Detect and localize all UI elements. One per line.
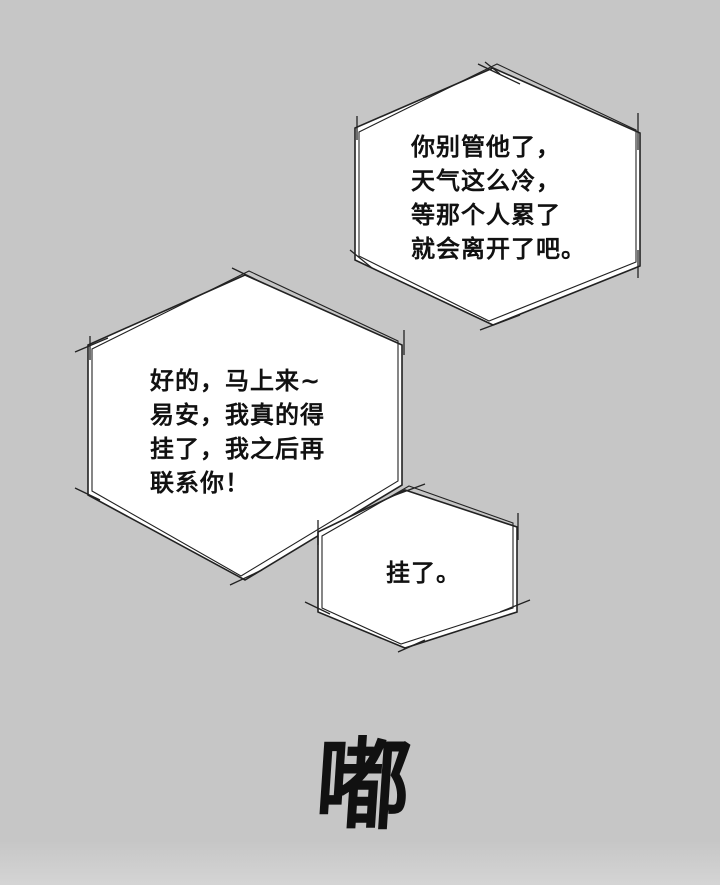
bubble-top-line: 你别管他了， xyxy=(411,133,561,161)
bubble-middle-line: 挂了，我之后再 xyxy=(150,435,325,463)
speech-bubble-middle xyxy=(74,267,405,586)
bubble-middle-line: 联系你！ xyxy=(150,469,250,497)
bubble-small-text: 挂了。 xyxy=(386,556,461,590)
bubble-middle-line: 易安，我真的得 xyxy=(150,401,325,429)
speech-bubble-top xyxy=(349,61,641,331)
bubble-small-line: 挂了。 xyxy=(386,559,461,587)
bottom-fade xyxy=(0,840,720,885)
bubble-top-line: 等那个人累了 xyxy=(411,201,561,229)
bubble-middle-text: 好的，马上来~ 易安，我真的得 挂了，我之后再 联系你！ xyxy=(150,364,325,500)
bubble-top-line: 就会离开了吧。 xyxy=(411,235,586,263)
bubble-top-text: 你别管他了， 天气这么冷， 等那个人累了 就会离开了吧。 xyxy=(411,130,586,266)
speech-bubble-small xyxy=(304,483,531,653)
bubble-middle-line: 好的，马上来~ xyxy=(150,367,322,395)
bubble-top-line: 天气这么冷， xyxy=(411,167,561,195)
